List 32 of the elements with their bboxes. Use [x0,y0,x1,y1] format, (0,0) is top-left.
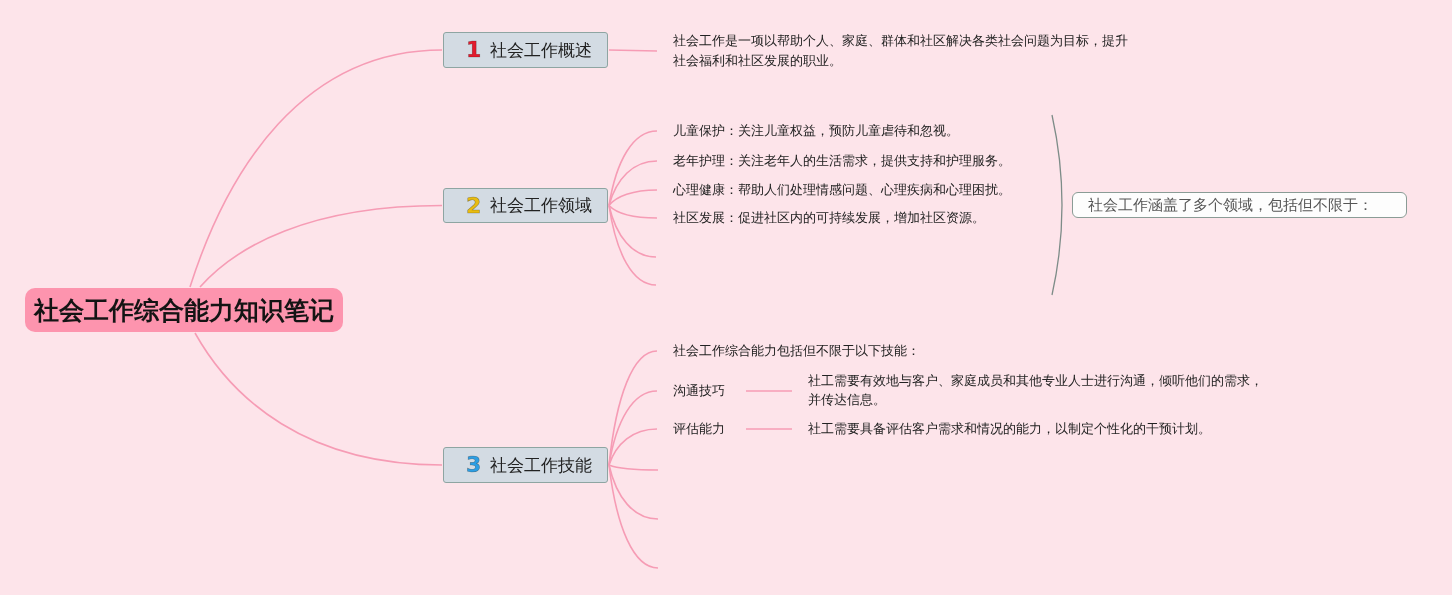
branch-text: 沟通技巧 [658,382,745,400]
branch-line [199,204,443,288]
number-marker: 1 [466,38,482,62]
branch-line [194,332,443,466]
branch-text: 儿童保护：关注儿童权益，预防儿童虐待和忽视。 [658,122,959,140]
branch-text: 心理健康：帮助人们处理情感问题、心理疾病和心理困扰。 [658,181,1011,199]
branch-line [608,464,659,471]
summary-box: 社会工作涵盖了多个领域，包括但不限于： [1072,192,1407,218]
branch-line [189,49,443,288]
description-text: 社工需要具备评估客户需求和情况的能力，以制定个性化的干预计划。 [793,420,1211,438]
branch-text: 社区发展：促进社区内的可持续发展，增加社区资源。 [658,210,985,226]
branch-line [608,428,658,466]
description-text: 社工需要有效地与客户、家庭成员和其他专业人士进行沟通，倾听他们的需求，并传达信息。 [793,371,1267,409]
branch-line [745,428,793,430]
branch-line [745,390,793,392]
branch-line [608,464,659,520]
branch-text: 评估能力 [658,420,745,438]
topic-label: 社会工作概述 [490,39,593,62]
branch-line [608,49,658,52]
number-marker: 3 [466,453,482,477]
branch-line [608,204,658,219]
topic-label: 社会工作技能 [490,454,593,477]
description-text: 社会工作是一项以帮助个人、家庭、群体和社区解决各类社会问题为目标，提升社会福利和社区发展的职业。 [658,31,1138,71]
central-topic: 社会工作综合能力知识笔记 [25,288,343,332]
topic-box [443,188,608,223]
topic-label: 社会工作领域 [490,195,593,217]
branch-line [608,189,658,207]
topic-box [443,32,608,68]
topic-box [443,447,608,483]
branch-text: 老年护理：关注老年人的生活需求，提供支持和护理服务。 [658,152,1011,170]
number-marker: 2 [466,193,482,218]
branch-text: 社会工作综合能力包括但不限于以下技能： [658,342,920,360]
